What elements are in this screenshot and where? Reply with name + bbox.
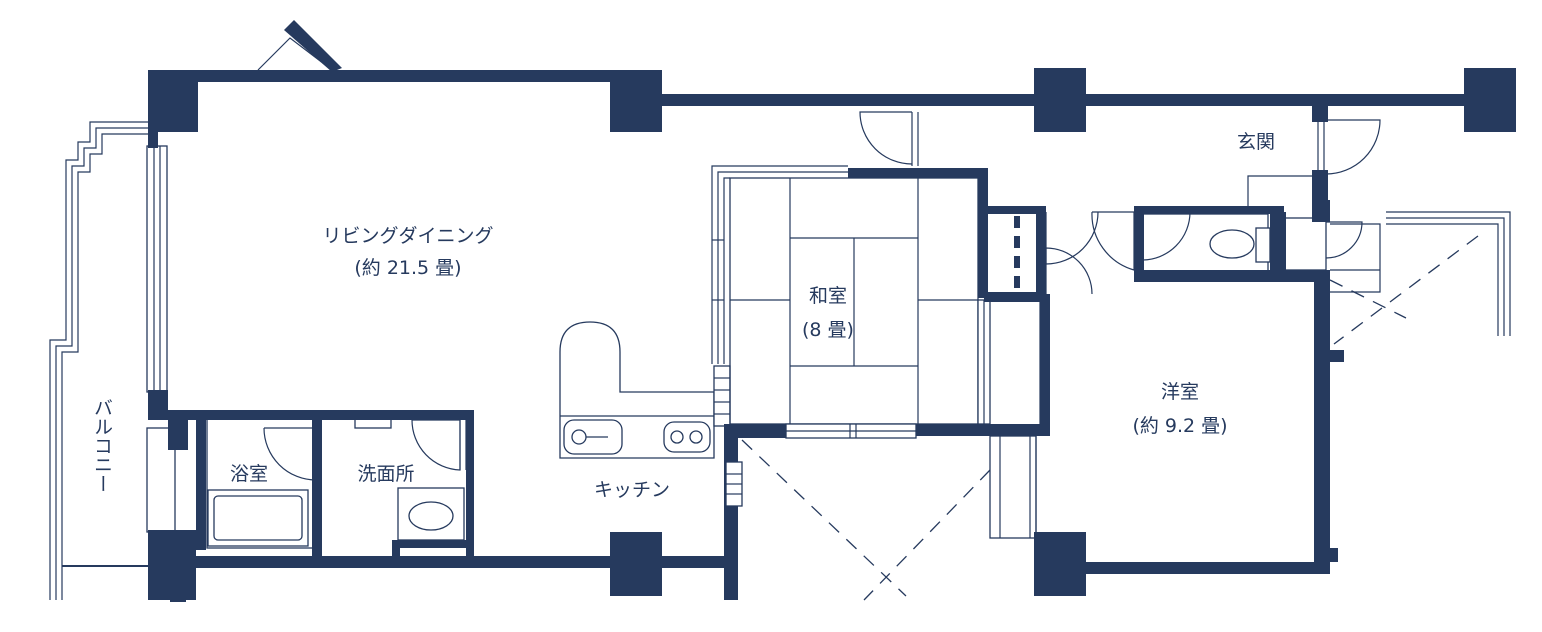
dashed-opening-marks [741, 235, 1479, 601]
kitchen-counter [559, 321, 731, 459]
closet-fixtures [989, 300, 1041, 539]
living-room-size: (約 21.5 畳) [354, 257, 461, 279]
bay-window [257, 20, 342, 72]
bathroom-label: 浴室 [230, 463, 268, 485]
toilet-fixtures [1141, 213, 1327, 273]
bathtub [206, 417, 314, 549]
yoshitsu-size: (約 9.2 畳) [1132, 415, 1227, 437]
tatami-layout [711, 165, 991, 439]
genkan-label: 玄関 [1237, 131, 1275, 153]
balcony-outline [49, 121, 176, 600]
genkan-fixtures [911, 112, 1325, 206]
door-swings [263, 111, 1381, 481]
washroom-label: 洗面所 [357, 463, 414, 485]
living-room-label: リビングダイニング [322, 225, 493, 247]
right-balcony-outline [1330, 211, 1511, 336]
yoshitsu-label: 洋室 [1161, 381, 1199, 403]
washitsu-label: 和室 [809, 285, 847, 307]
kitchen-label: キッチン [594, 479, 670, 501]
balcony-label: バルコニー [91, 398, 113, 493]
washitsu-size: (8 畳) [802, 319, 854, 341]
walls [148, 68, 1516, 602]
